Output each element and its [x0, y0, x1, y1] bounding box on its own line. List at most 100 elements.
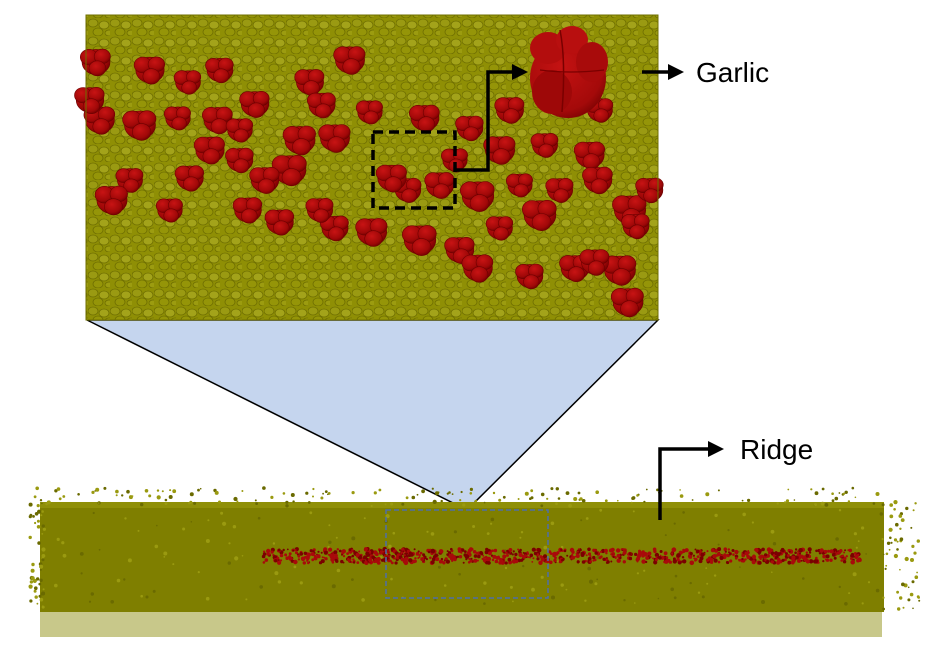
garlic-dot	[697, 555, 700, 558]
soil-particle	[431, 532, 435, 536]
soil-particle	[839, 509, 841, 511]
ridge-label: Ridge	[740, 434, 813, 465]
garlic-dot	[653, 550, 656, 553]
garlic-dot	[348, 559, 351, 562]
soil-particle	[483, 581, 486, 584]
soil-particle	[390, 578, 393, 581]
garlic-dot	[306, 560, 308, 562]
garlic-dot	[820, 548, 824, 552]
garlic-dot	[328, 548, 332, 552]
garlic-dot	[629, 552, 632, 555]
soil-particle	[332, 584, 336, 588]
garlic-dot	[571, 551, 574, 554]
garlic-dot	[287, 549, 289, 551]
garlic-dot	[753, 555, 756, 558]
soil-particle	[861, 526, 864, 529]
garlic-dot	[779, 552, 781, 554]
soil-particle	[371, 505, 373, 507]
soil-particle	[821, 502, 825, 506]
soil-particle	[234, 556, 238, 560]
soil-particle	[95, 488, 99, 492]
soil-particle	[905, 557, 909, 561]
garlic-dot	[289, 552, 292, 555]
soil-particle	[312, 488, 314, 490]
soil-particle	[885, 565, 887, 567]
garlic-dot	[352, 558, 354, 560]
garlic-dot	[839, 549, 843, 553]
garlic-dot	[695, 549, 697, 551]
soil-particle	[636, 494, 639, 497]
garlic-dot	[794, 551, 797, 554]
garlic-dot	[652, 557, 654, 559]
soil-particle	[40, 514, 42, 516]
garlic-dot	[589, 560, 592, 563]
soil-particle	[328, 524, 330, 526]
garlic-dot	[834, 557, 837, 560]
garlic-dot	[826, 559, 828, 561]
garlic-dot	[793, 560, 796, 563]
garlic-dot	[856, 559, 860, 563]
garlic-dot	[832, 553, 836, 557]
garlic-dot	[310, 549, 313, 552]
soil-particle	[682, 511, 685, 514]
soil-particle	[34, 586, 38, 590]
garlic-dot	[311, 552, 315, 556]
garlic-dot	[641, 554, 645, 558]
soil-particle	[670, 588, 674, 592]
soil-particle	[103, 487, 106, 490]
garlic-dot	[325, 557, 328, 560]
soil-particle	[587, 567, 591, 571]
soil-particle	[57, 487, 61, 491]
soil-particle	[882, 608, 885, 611]
garlic-dot	[822, 555, 826, 559]
garlic-dot	[550, 552, 553, 555]
soil-particle	[566, 589, 568, 591]
garlic-dot	[835, 553, 837, 555]
garlic-dot	[824, 550, 827, 553]
garlic-dot	[714, 559, 718, 563]
soil-particle	[705, 567, 707, 569]
garlic-dot	[263, 561, 266, 564]
soil-particle	[858, 540, 860, 542]
soil-particle	[36, 577, 39, 580]
garlic-dot	[782, 559, 785, 562]
soil-particle	[493, 492, 495, 494]
soil-particle	[890, 542, 892, 544]
garlic-dot	[719, 556, 723, 560]
soil-particle	[91, 592, 94, 595]
soil-particle	[169, 495, 173, 499]
soil-particle	[153, 590, 156, 593]
soil-particle	[220, 512, 223, 515]
garlic-dot	[351, 561, 353, 563]
soil-particle	[594, 582, 597, 585]
garlic-dot	[765, 560, 767, 562]
garlic-dot	[806, 559, 810, 563]
garlic-dot	[671, 554, 673, 556]
garlic-dot	[689, 556, 691, 558]
garlic-dot	[799, 553, 801, 555]
soil-particle	[93, 512, 95, 514]
garlic-dot	[414, 557, 416, 559]
soil-particle	[454, 530, 457, 533]
soil-particle	[98, 502, 100, 504]
soil-particle	[893, 500, 897, 504]
soil-particle	[889, 528, 893, 532]
garlic-dot	[263, 551, 265, 553]
garlic-dot	[613, 556, 615, 558]
garlic-dot	[808, 547, 812, 551]
garlic-dot	[570, 557, 573, 560]
soil-particle	[543, 546, 547, 550]
garlic-dot	[434, 554, 438, 558]
soil-particle	[679, 489, 681, 491]
garlic-dot	[682, 556, 684, 558]
soil-particle	[739, 566, 741, 568]
soil-particle	[876, 589, 880, 593]
soil-particle	[364, 517, 366, 519]
soil-particle	[189, 501, 192, 504]
garlic-dot	[492, 559, 494, 561]
garlic-dot	[414, 548, 416, 550]
soil-particle	[522, 565, 524, 567]
soil-particle	[292, 500, 294, 502]
garlic-dot	[498, 556, 500, 558]
arrow-right-icon	[708, 441, 724, 457]
